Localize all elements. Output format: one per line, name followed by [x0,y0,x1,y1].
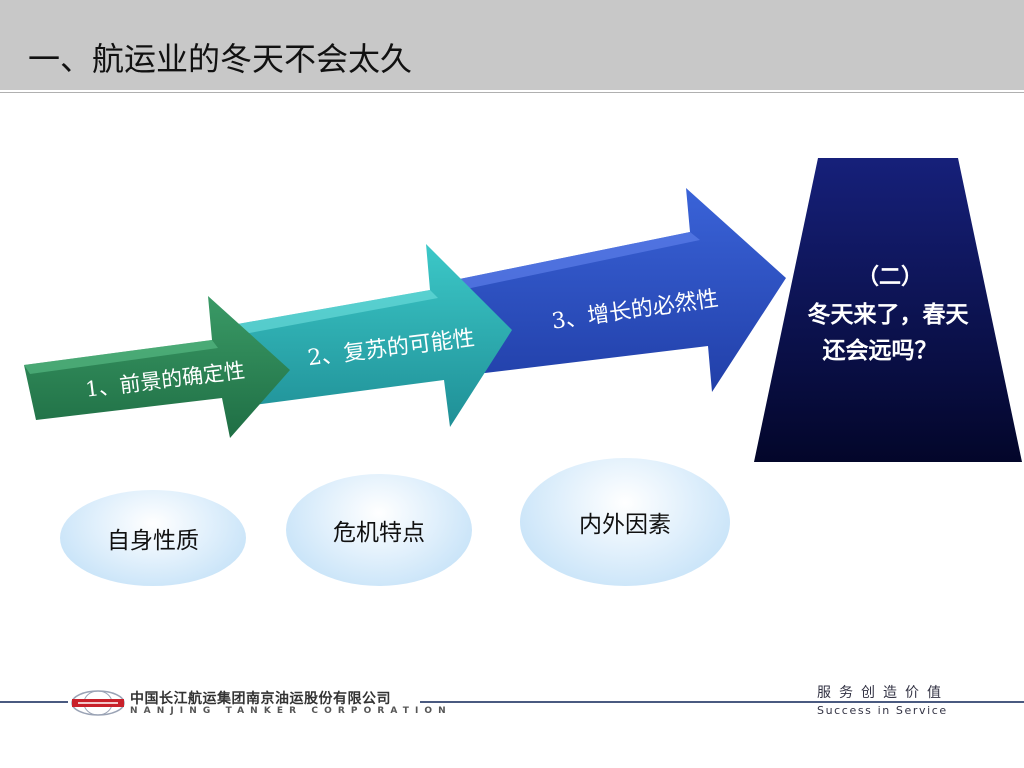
header-divider [0,92,1024,93]
oval-own-nature-label: 自身性质 [107,528,199,554]
sinotrans-csc-logo-icon [71,690,125,716]
arrow-growth: 3、增长的必然性 [440,188,786,392]
oval-own-nature: 自身性质 [60,490,246,586]
arrow-certainty: 1、前景的确定性 [24,296,290,438]
oval-crisis-features-label: 危机特点 [333,520,425,546]
footer-line-right [420,701,1024,703]
company-name-en: NANJING TANKER CORPORATION [130,706,452,716]
panel-line3: 还会远吗？ [823,337,938,364]
oval-factors: 内外因素 [520,458,730,586]
header-bar [0,0,1024,90]
slogan-cn: 服务创造价值 [817,685,949,701]
company-name-cn: 中国长江航运集团南京油运股份有限公司 [130,691,391,707]
page-title: 一、航运业的冬天不会太久 [28,40,413,78]
spring-question-panel: （二） 冬天来了，春天 还会远吗？ [754,158,1022,462]
arrow-recovery: 2、复苏的可能性 [232,244,512,427]
panel-line1: （二） [857,265,923,290]
footer-line-left [0,701,68,703]
oval-factors-label: 内外因素 [579,512,671,538]
slogan-en: Success in Service [817,704,948,717]
oval-crisis-features: 危机特点 [286,474,472,586]
panel-line2: 冬天来了，春天 [808,301,970,328]
